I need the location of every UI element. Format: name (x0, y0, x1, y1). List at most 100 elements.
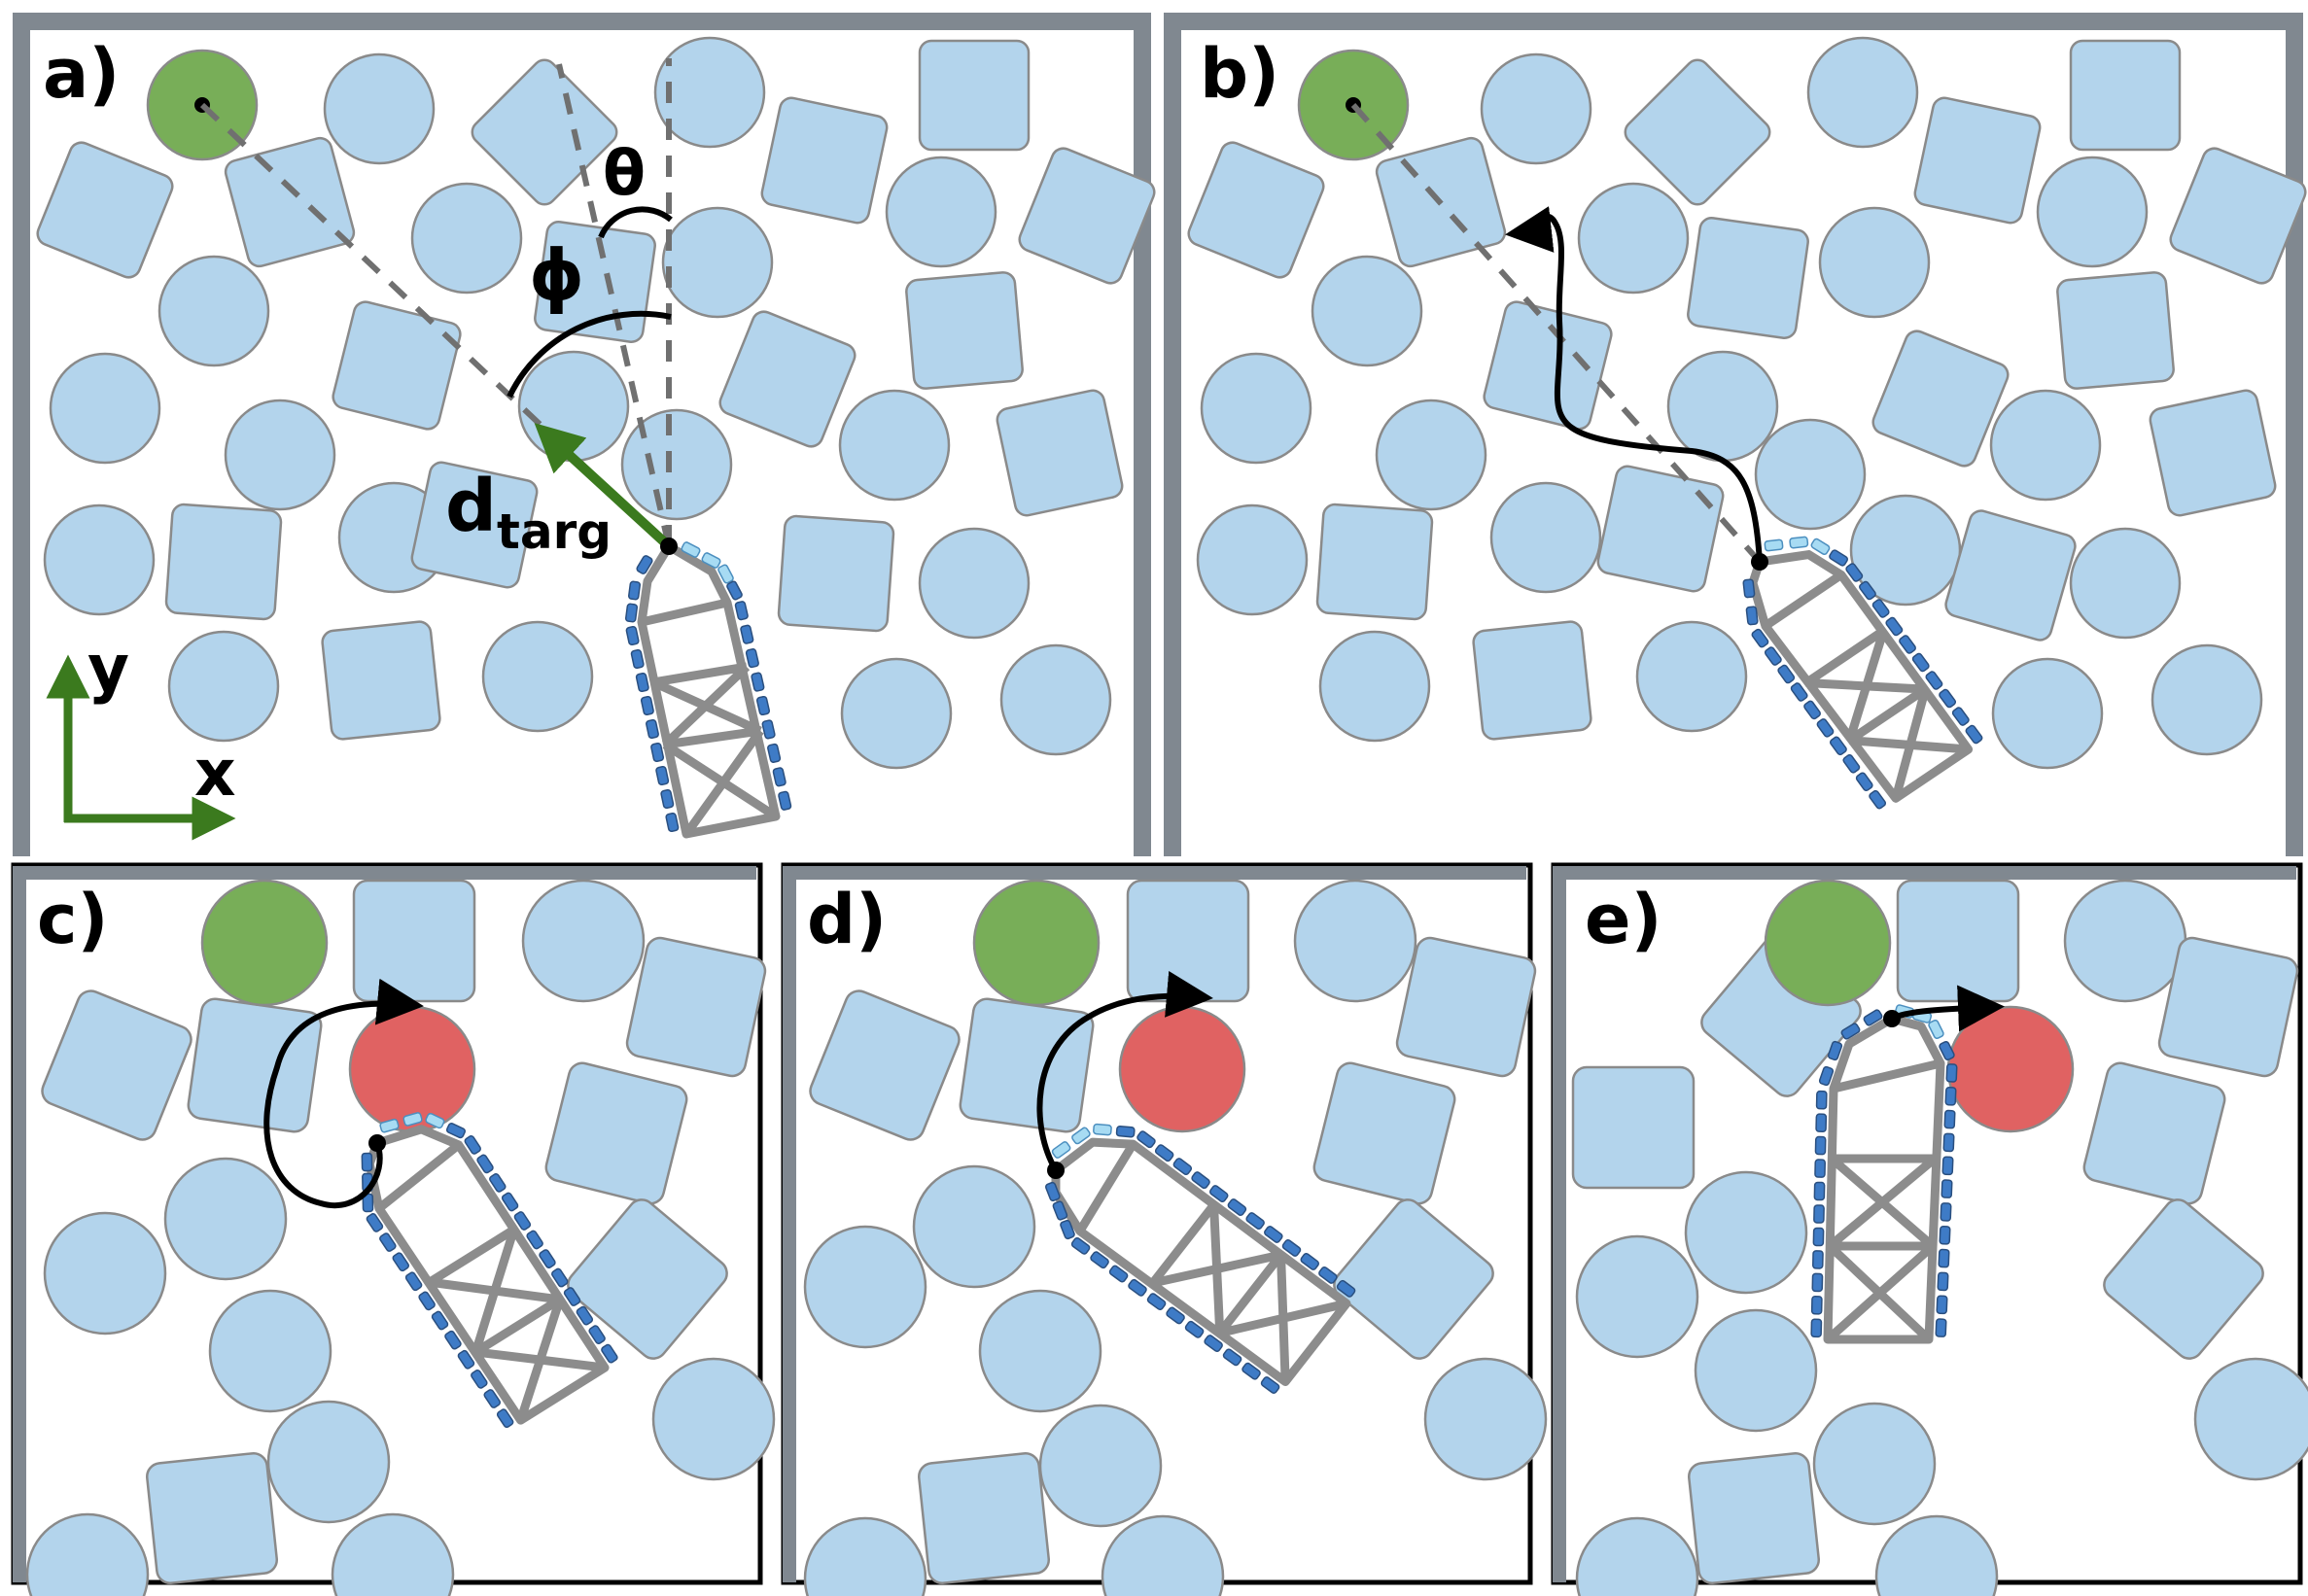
obstacle-disk (1575, 1516, 1699, 1596)
obstacle-disk (1311, 255, 1423, 367)
robot-module (496, 1408, 514, 1429)
obstacle-disk (49, 352, 161, 465)
obstacle-square (2069, 39, 2182, 152)
robot-module (1830, 736, 1847, 756)
robot-modules (624, 541, 792, 833)
obstacle-disk (912, 1164, 1036, 1289)
robot-module (1172, 1158, 1193, 1176)
robot-module (1184, 1320, 1205, 1338)
obstacle-square (1315, 503, 1434, 621)
panel-e-label: e) (1585, 880, 1661, 959)
robot-reference-point (1751, 553, 1768, 571)
obstacle-square (1483, 300, 1613, 431)
robot-module (551, 1267, 569, 1288)
robot-module (1840, 1023, 1861, 1040)
robot-module (1925, 671, 1943, 690)
obstacle-square (917, 1451, 1051, 1585)
robot-module (1071, 1127, 1091, 1145)
robot-module (751, 672, 765, 692)
arena-wall (13, 866, 756, 1582)
robot-module (1885, 616, 1904, 637)
robot-truss (365, 1125, 610, 1425)
robot-module (1845, 563, 1864, 582)
goal-target (1764, 879, 1892, 1007)
robot-module (601, 1343, 618, 1364)
obstacle-square (1333, 1198, 1494, 1360)
obstacle-disk (999, 643, 1112, 756)
robot-module (1951, 707, 1970, 726)
panel-e: e) (1551, 862, 2308, 1596)
robot-module (1245, 1212, 1265, 1230)
robot-truss (1823, 1014, 1945, 1344)
robot-module (1137, 1130, 1156, 1149)
robot-module (1318, 1266, 1338, 1284)
robot-truss (1051, 1137, 1351, 1386)
robot-module (1241, 1362, 1261, 1380)
robot-module (1052, 1200, 1068, 1221)
robot-module (1940, 1202, 1952, 1222)
obstacle-disk (1806, 36, 1919, 149)
robot-module (1764, 538, 1784, 552)
robot-module (1815, 1113, 1828, 1132)
robot-module (1789, 536, 1809, 549)
robot-module (444, 1330, 462, 1350)
obstacle-disk (25, 1512, 150, 1596)
robot-module (1191, 1171, 1210, 1190)
obstacle-square (1624, 58, 1771, 206)
robot-module (1208, 1185, 1229, 1203)
obstacle-square (544, 1061, 688, 1205)
robot-module (1871, 599, 1890, 618)
obstacle-square (1687, 217, 1809, 339)
robot-module (1093, 1123, 1112, 1136)
robot-modules (1044, 1123, 1356, 1394)
robot-module (1943, 1109, 1956, 1129)
obstacle-disk (840, 657, 953, 770)
obstacle-field (1571, 879, 2308, 1596)
obstacle-square (1472, 620, 1592, 741)
robot-module (464, 1135, 481, 1155)
obstacle-square (1687, 1451, 1821, 1585)
robot-module (1938, 1248, 1950, 1268)
robot-module (755, 695, 771, 716)
obstacle-disk (651, 1357, 776, 1481)
escape-trajectory (263, 978, 424, 1208)
obstacle-disk (43, 1211, 167, 1336)
robot-module (1810, 538, 1831, 556)
obstacle-disk (1038, 1404, 1163, 1528)
obstacle-disk (803, 1516, 927, 1596)
obstacle-square (918, 39, 1031, 152)
d-targ-main: d (445, 465, 497, 548)
obstacle-square (2103, 1198, 2264, 1360)
robot-module (576, 1305, 594, 1326)
robot-truss (1748, 550, 1974, 803)
xy-axes: y x (46, 631, 236, 841)
robot-module (1829, 549, 1849, 567)
robot-module (1813, 1181, 1826, 1201)
obstacle-disk (224, 399, 336, 511)
robot-module (1855, 772, 1873, 792)
obstacle-disk (1635, 620, 1748, 733)
obstacle-square (1126, 879, 1250, 1003)
heading-line (556, 63, 672, 547)
obstacle-square (471, 58, 618, 206)
robot-module (1815, 1090, 1828, 1110)
obstacle-field (36, 36, 1156, 770)
obstacle-disk (1423, 1357, 1548, 1481)
obstacle-disk (481, 620, 594, 733)
panel-a-label: a) (43, 34, 120, 114)
robot-module (717, 564, 734, 584)
robot (365, 1125, 610, 1425)
robot-module (660, 788, 675, 810)
robot (1742, 536, 1983, 810)
obstacle-field (25, 879, 776, 1596)
robot-module (635, 672, 649, 693)
robot-reference-point (368, 1134, 386, 1152)
obstacle-disk (2069, 527, 2182, 640)
panel-d-label: d) (807, 880, 887, 959)
obstacle-disk (803, 1225, 927, 1349)
robot-module (1814, 1159, 1826, 1178)
robot-module (418, 1291, 436, 1311)
obstacle-square (1018, 147, 1156, 285)
obstacle-disk (2036, 156, 2149, 268)
